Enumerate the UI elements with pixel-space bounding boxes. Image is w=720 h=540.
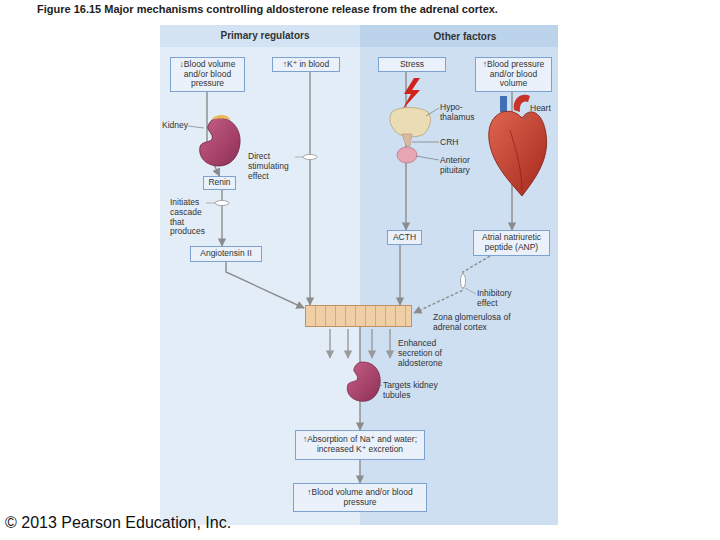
lightning-symbol bbox=[402, 78, 420, 110]
edge-label: Enhanced secretion of aldosterone bbox=[398, 339, 468, 368]
node-text: Angiotensin II bbox=[200, 249, 252, 259]
node-text: ↑Blood pressure and/or blood volume bbox=[478, 60, 549, 89]
connector-arrow bbox=[359, 460, 360, 483]
process-box: Atrial natriuretic peptide (ANP) bbox=[473, 230, 550, 256]
secretion-arrow bbox=[371, 329, 372, 358]
connector-arrow bbox=[399, 245, 400, 305]
effect-oval bbox=[303, 155, 317, 160]
process-box: ACTH bbox=[387, 230, 422, 245]
annotation-label: CRH bbox=[440, 138, 470, 148]
leader-line bbox=[374, 385, 382, 388]
column-header: Primary regulators bbox=[200, 30, 330, 42]
node-text: ACTH bbox=[393, 233, 416, 243]
leader-line bbox=[465, 288, 476, 294]
connector-arrow bbox=[309, 72, 310, 305]
leader-line bbox=[188, 126, 204, 128]
process-box: Stress bbox=[378, 57, 446, 72]
hypothalamus-illustration bbox=[390, 108, 431, 164]
leader-line bbox=[416, 156, 439, 160]
edge-label: Initiates cascade that produces bbox=[170, 198, 212, 237]
connector-arrow bbox=[221, 190, 222, 246]
process-box: ↑Absorption of Na⁺ and water; increased … bbox=[295, 430, 425, 460]
edge-label: Inhibitory effect bbox=[477, 289, 529, 309]
annotation-label: © 2013 Pearson Education, Inc. bbox=[5, 514, 305, 532]
process-box: ↑K⁺ in blood bbox=[272, 57, 340, 72]
column-header: Other factors bbox=[410, 31, 520, 43]
node-text: Stress bbox=[400, 60, 424, 70]
process-box: ↓Blood volume and/or blood pressure bbox=[170, 57, 245, 92]
process-box: ↑Blood pressure and/or blood volume bbox=[475, 57, 552, 92]
connector-arrow bbox=[226, 262, 304, 308]
effect-oval bbox=[461, 274, 466, 288]
figure-title: Figure 16.15 Major mechanisms controllin… bbox=[37, 3, 498, 15]
connector-arrow bbox=[511, 92, 512, 230]
node-text: Renin bbox=[208, 178, 230, 188]
annotation-label: Kidney bbox=[162, 121, 192, 131]
annotation-label: Anterior pituitary bbox=[440, 156, 488, 176]
process-box: Angiotensin II bbox=[190, 246, 262, 262]
primary-header-band bbox=[160, 25, 360, 47]
annotation-label: Hypo- thalamus bbox=[440, 103, 480, 123]
node-text: ↓Blood volume and/or blood pressure bbox=[173, 60, 242, 89]
secretion-arrow bbox=[329, 329, 330, 358]
node-text: Atrial natriuretic peptide (ANP) bbox=[476, 233, 547, 253]
kidney-illustration bbox=[200, 115, 240, 166]
node-text: ↑Blood volume and/or blood pressure bbox=[296, 488, 424, 508]
process-box: Renin bbox=[203, 176, 236, 190]
effect-oval bbox=[215, 201, 229, 206]
leader-line bbox=[412, 142, 439, 143]
tissue-band: Zona glomerulosa of adrenal cortex bbox=[305, 305, 412, 327]
leader-line bbox=[426, 108, 439, 116]
other-header-band bbox=[360, 25, 558, 47]
annotation-label: Targets kidney tubules bbox=[383, 381, 455, 401]
structure-label: Zona glomerulosa of adrenal cortex bbox=[433, 313, 518, 333]
secretion-arrow bbox=[347, 329, 348, 358]
leader-line bbox=[524, 112, 530, 120]
connector-arrow bbox=[405, 72, 406, 230]
process-box: ↑Blood volume and/or blood pressure bbox=[293, 483, 427, 512]
node-text: ↑Absorption of Na⁺ and water; increased … bbox=[298, 435, 422, 455]
leader-line bbox=[206, 203, 215, 204]
kidney-illustration bbox=[347, 362, 380, 401]
connector-arrow bbox=[359, 327, 360, 430]
connector-arrow bbox=[207, 92, 220, 176]
node-text: ↑K⁺ in blood bbox=[283, 60, 330, 70]
secretion-arrow bbox=[389, 329, 390, 358]
leader-line bbox=[295, 157, 303, 158]
edge-label: Direct stimulating effect bbox=[248, 152, 296, 181]
annotation-label: Heart bbox=[530, 104, 560, 114]
